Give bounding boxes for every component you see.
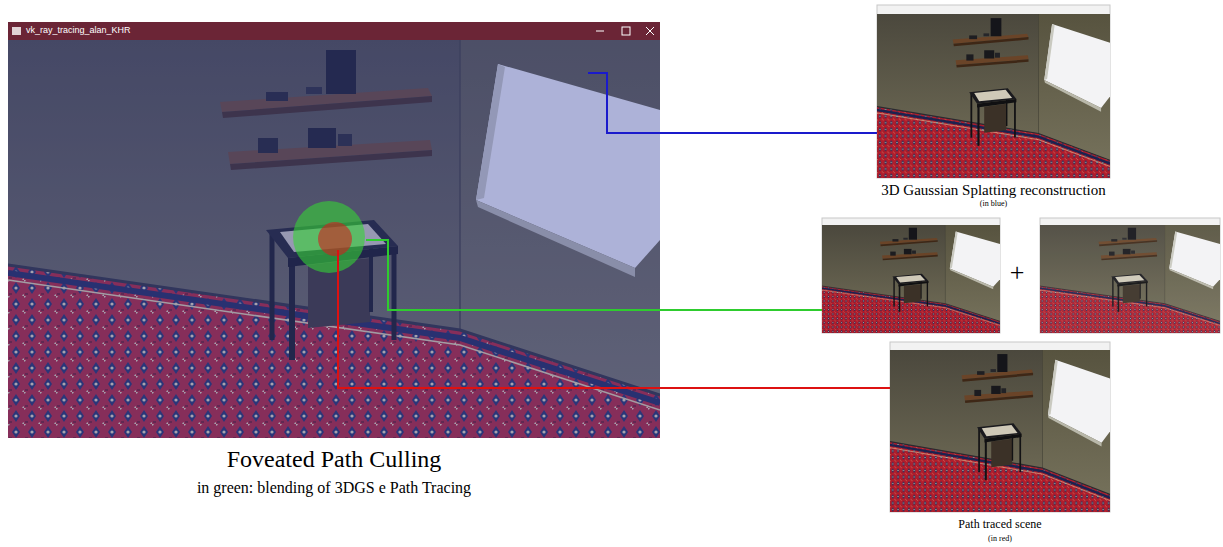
- render-view: [877, 14, 1110, 178]
- blend-windows: [822, 218, 1220, 333]
- room-scene: [1040, 225, 1220, 333]
- gaussian-window: [877, 5, 1110, 178]
- path-traced-window: [890, 342, 1110, 512]
- close-icon: [646, 27, 654, 35]
- window-frame: [1040, 218, 1220, 333]
- render-view: [890, 350, 1110, 512]
- main-render: vk_ray_tracing_alan_KHRFoveated Path Cul…: [8, 22, 660, 438]
- window-frame: [877, 5, 1110, 178]
- window-frame: [890, 342, 1110, 512]
- room-scene: [890, 350, 1110, 512]
- tone-shift: [1040, 225, 1220, 333]
- leader-connector: [366, 240, 822, 310]
- room-scene: [822, 225, 1000, 333]
- panel-caption: 3D Gaussian Splatting reconstruction: [881, 182, 1106, 199]
- room-scene: [877, 14, 1110, 178]
- figure-title: Foveated Path Culling: [227, 446, 442, 474]
- leader-connector: [338, 250, 890, 388]
- panel-note: (in red): [988, 534, 1012, 543]
- window-icon: [12, 27, 21, 35]
- gaussian-region: [8, 40, 660, 438]
- blend-region: [293, 201, 365, 273]
- path-traced-render: Path traced scene(in red): [890, 342, 1110, 512]
- gaussian-render: 3D Gaussian Splatting reconstruction(in …: [877, 5, 1110, 178]
- figure-subtitle: in green: blending of 3DGS e Path Tracin…: [197, 479, 471, 497]
- render-view: [822, 225, 1000, 333]
- plus-sign: +: [1010, 258, 1025, 288]
- maximize-icon: [622, 27, 630, 35]
- room-scene: [8, 40, 660, 438]
- panel-note: (in blue): [980, 199, 1007, 208]
- panel-caption: Path traced scene: [958, 518, 1041, 532]
- path-traced-region: [318, 222, 352, 256]
- window-frame: [822, 218, 1000, 333]
- render-view: [8, 40, 660, 438]
- main-window: [8, 22, 660, 438]
- render-view: [1040, 225, 1220, 333]
- blend-pair: +: [822, 218, 1220, 333]
- minimize-icon: [596, 31, 604, 32]
- leader-connector: [588, 73, 877, 133]
- window-title: vk_ray_tracing_alan_KHR: [26, 25, 131, 35]
- title-bar: [8, 22, 660, 40]
